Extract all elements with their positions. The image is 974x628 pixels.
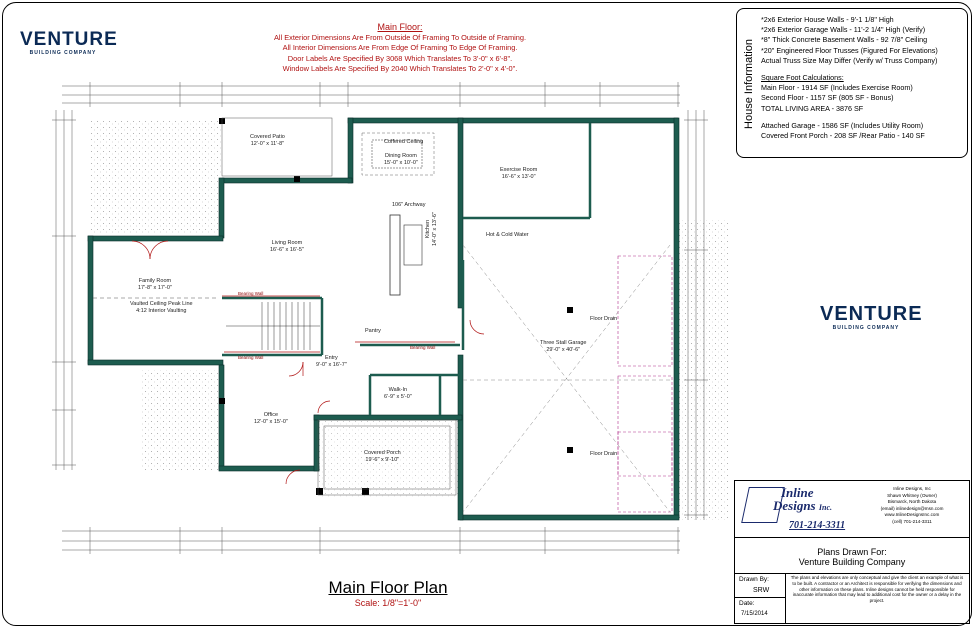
drawn-for-block: Plans Drawn For: Venture Building Compan… [735,547,969,567]
venture-logo-top: VENTURE BUILDING COMPANY [20,29,118,56]
floor-drain-label: Floor Drain [590,451,618,457]
notes-line: All Exterior Dimensions Are From Outside… [273,32,527,42]
title-block: Inline Designs Inc. 701-214-3311 Inline … [734,480,970,624]
plan-title: Main Floor Plan [328,578,448,597]
door-swings [131,240,485,485]
notes-line: Window Labels Are Specified By 2040 Whic… [282,64,518,73]
date-value: 7/15/2014 [741,611,768,617]
porch-hatch [318,418,458,498]
interior-walls [222,123,592,415]
venture-logo-side: VENTURE BUILDING COMPANY [820,303,923,331]
garage-line: Covered Front Porch - 208 SF /Rear Patio… [761,131,925,141]
garage-stall-outlines [617,255,673,513]
spec-line: *20" Engineered Floor Trusses (Figured F… [761,45,938,55]
dining-table [371,139,423,169]
sqft-heading: Square Foot Calculations: [761,73,844,83]
front-walk-hatch [140,370,220,470]
main-floor-notes: Main Floor: All Exterior Dimensions Are … [220,22,580,75]
archway-label: 106" Archway [392,202,426,208]
bearing-walls [222,295,455,353]
logo-wordmark: VENTURE [20,29,118,50]
coffered-ceiling-label: Coffered Ceiling [384,139,424,145]
spec-line: *2x6 Exterior Garage Walls - 11'-2 1/4" … [761,25,926,35]
spec-line: *2x6 Exterior House Walls - 9'-1 1/8" Hi… [761,15,894,24]
designer-logo-line1: Inline [781,485,814,500]
covered-patio-outline [221,117,333,177]
porch-steps [317,419,457,496]
drawn-by-value: SRW [753,587,770,594]
drawn-for-value: Venture Building Company [798,557,906,567]
disclaimer: The plans and elevations are only concep… [790,575,964,604]
drawn-by-label: Drawn By: [739,576,769,583]
notes-title: Main Floor: [377,22,423,32]
house-information-box: House Information *2x6 Exterior House Wa… [736,8,968,158]
sqft-line: Main Floor - 1914 SF (Includes Exercise … [761,83,913,93]
designer-phone: 701-214-3311 [789,520,846,531]
kitchen-island [389,214,401,296]
sqft-line: TOTAL LIVING AREA - 3876 SF [761,103,864,113]
spec-line: Actual Truss Size May Differ (Verify w/ … [761,55,938,65]
exterior-walls [87,117,680,521]
kitchen-counter [403,224,423,266]
coffered-ceiling [361,132,435,176]
designer-logo: Inline Designs Inc. 701-214-3311 [741,483,855,535]
floor-drains [567,307,573,453]
plan-title-block: Main Floor Plan Scale: 1/8"=1'-0" [300,578,476,608]
designer-contact: Inline Designs, Inc Shawn Whitney (Owner… [880,486,944,524]
floor-drain-label: Floor Drain [590,316,618,322]
date-label: Date: [739,600,755,607]
drawn-for-label: Plans Drawn For: [817,547,887,557]
designer-logo-suffix: Inc. [818,503,832,512]
plan-scale: Scale: 1/8"=1'-0" [354,598,422,608]
notes-line: All Interior Dimensions Are From Edge Of… [282,43,518,52]
logo-wordmark: VENTURE [820,303,923,325]
logo-subtitle: BUILDING COMPANY [832,325,900,331]
notes-line: Door Labels Are Specified By 3068 Which … [287,53,513,63]
side-yard-hatch [678,220,728,520]
spec-line: *8" Thick Concrete Basement Walls - 92 7… [761,35,928,45]
bearing-wall-label: Bearing Wall [410,345,436,350]
stairs [226,302,320,350]
sqft-line: Second Floor - 1157 SF (805 SF - Bonus) [761,93,894,103]
house-information-text: *2x6 Exterior House Walls - 9'-1 1/8" Hi… [761,15,938,141]
bearing-wall-label: Bearing Wall [238,291,264,296]
garage-line: Attached Garage - 1586 SF (Includes Util… [761,120,924,130]
designer-logo-line2: Designs [773,498,816,513]
bearing-wall-label: Bearing Wall [238,355,264,360]
rear-yard-hatch [90,120,223,235]
hot-cold-water-label: Hot & Cold Water [486,232,529,238]
garage-slope-lines [462,244,671,513]
logo-subtitle: BUILDING COMPANY [29,50,97,56]
pantry-label: Pantry [365,328,381,334]
